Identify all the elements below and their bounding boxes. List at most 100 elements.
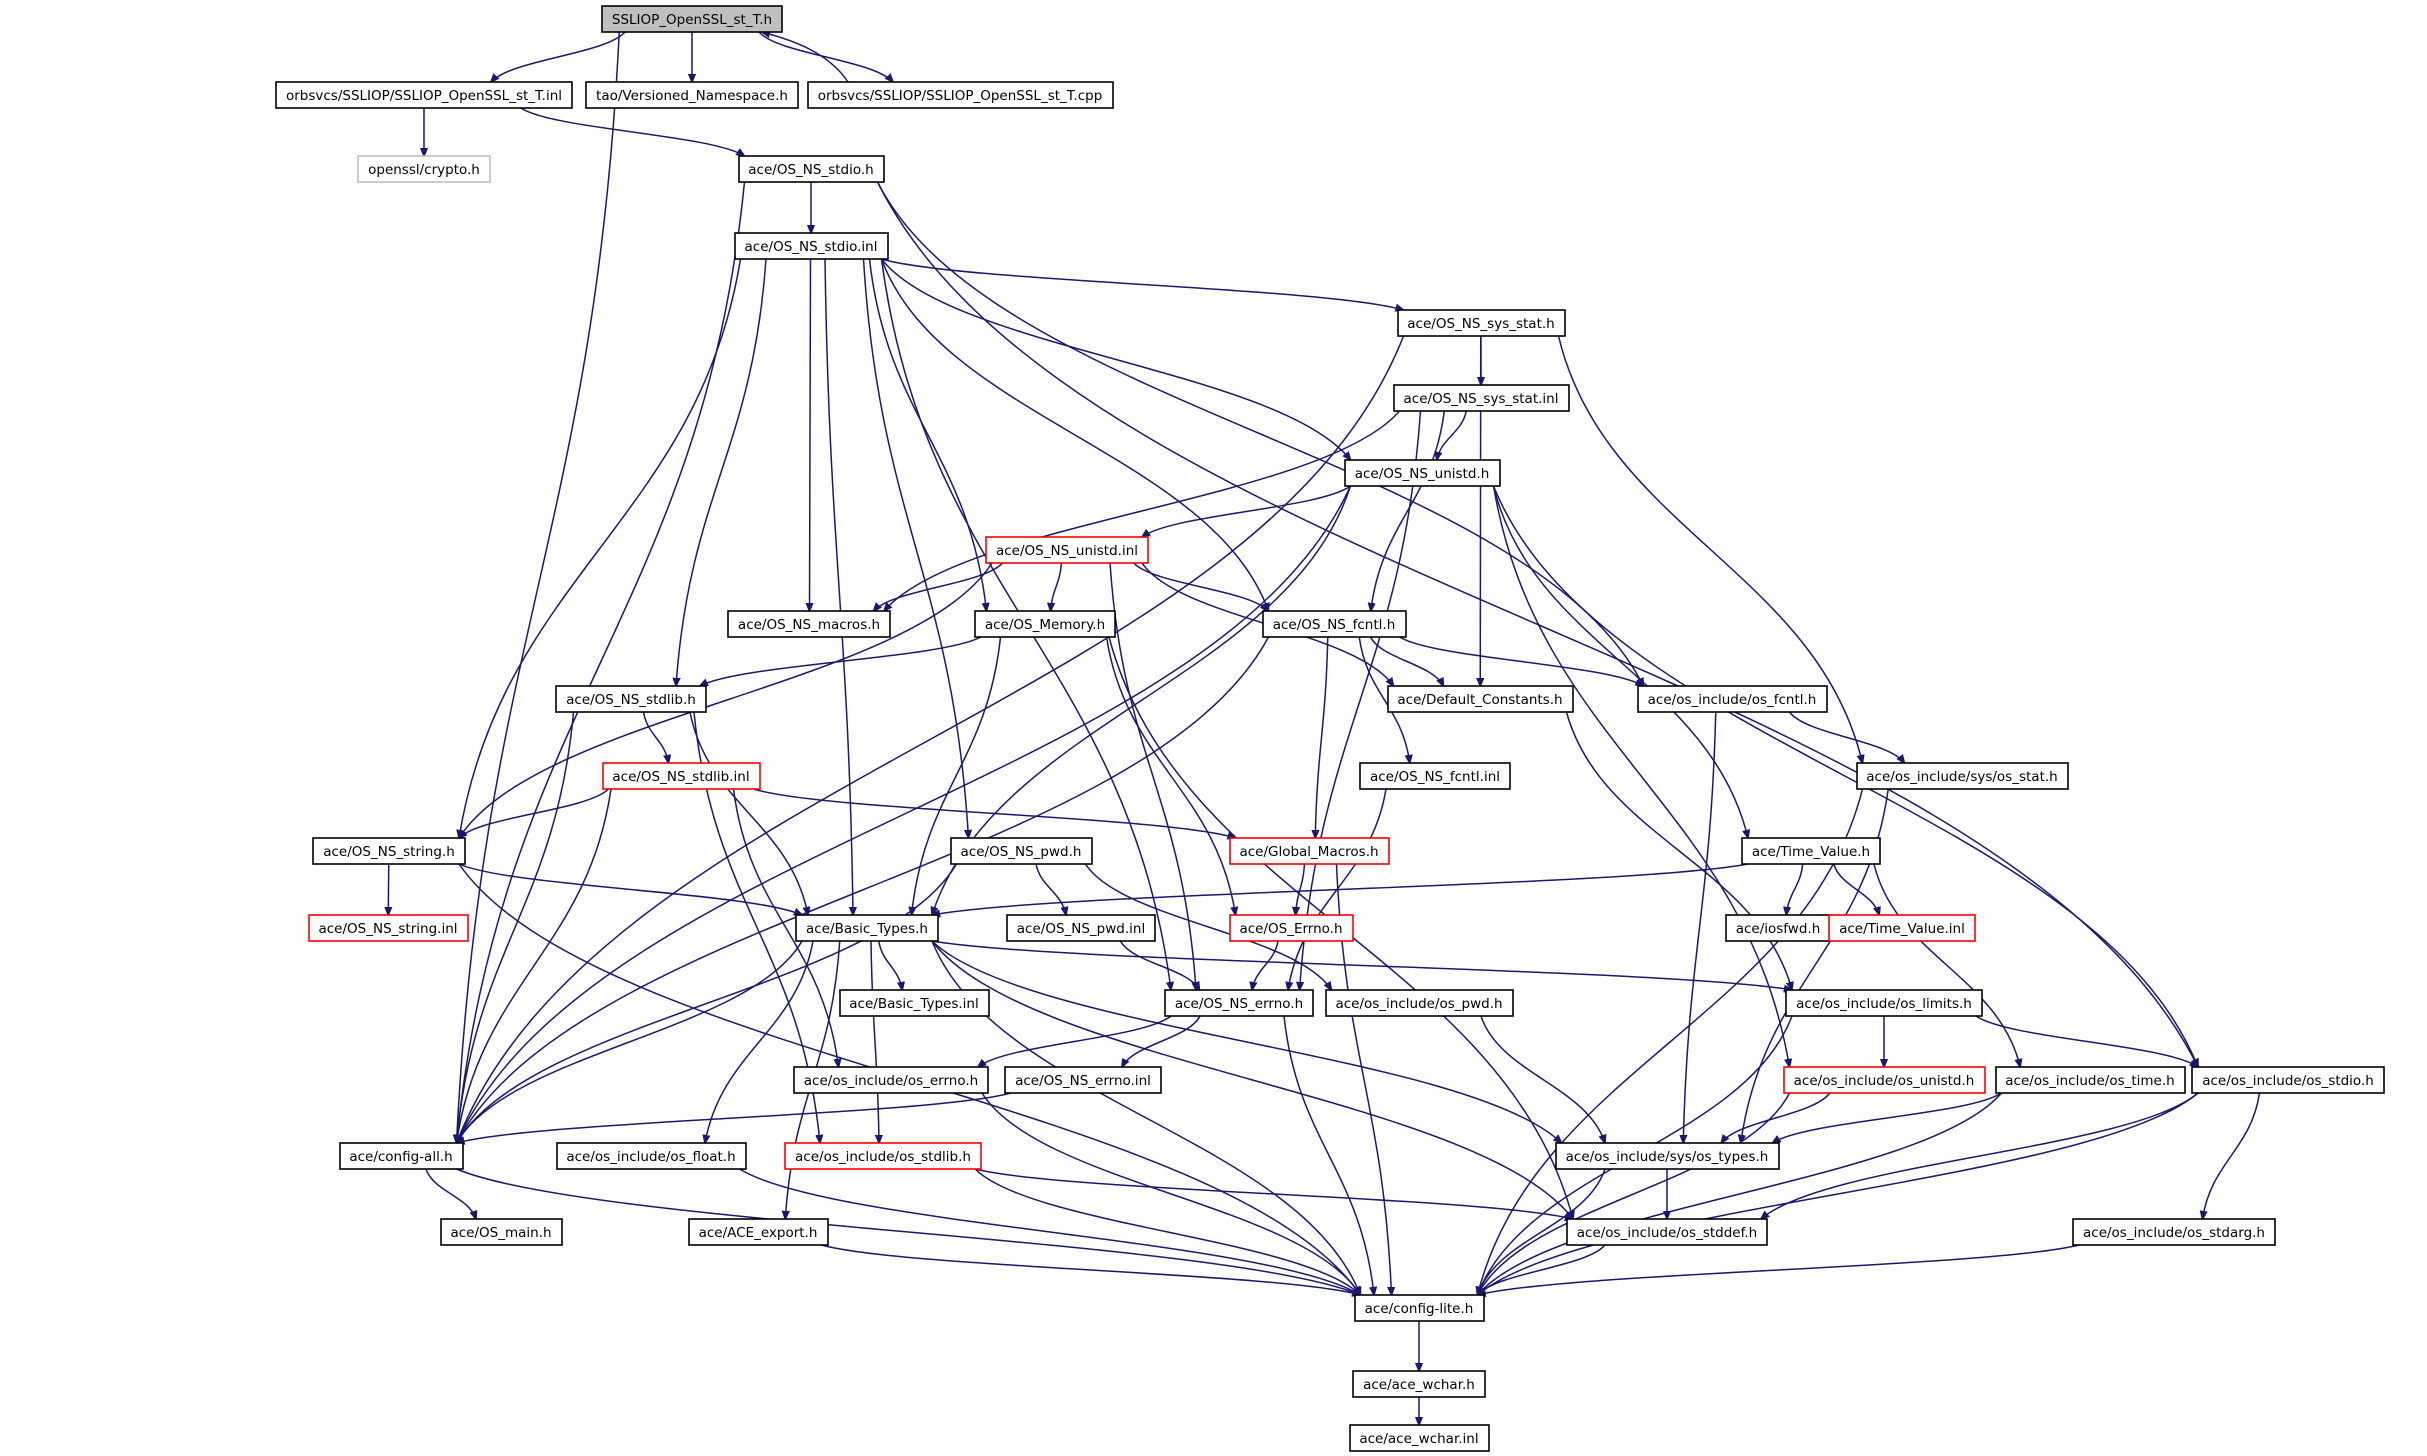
node-aceexport[interactable]: ace/ACE_export.h [688,1218,829,1246]
node-root[interactable]: SSLIOP_OpenSSL_st_T.h [601,5,783,33]
node-string-h[interactable]: ace/OS_NS_string.h [312,837,466,865]
node-errno-h[interactable]: ace/OS_NS_errno.h [1164,989,1314,1017]
edge-osstdlib-to-configlite [974,1168,1361,1295]
node-box [985,536,1149,564]
node-osmain[interactable]: ace/OS_main.h [440,1218,563,1246]
node-osstdio[interactable]: ace/os_include/os_stdio.h [2191,1066,2385,1094]
edge-memory-to-stdlib-h [700,636,982,686]
node-osstdarg[interactable]: ace/os_include/os_stdarg.h [2072,1218,2276,1246]
node-memory[interactable]: ace/OS_Memory.h [974,610,1116,638]
node-box [1387,685,1574,713]
node-osfloat[interactable]: ace/os_include/os_float.h [556,1142,747,1170]
node-label: ace/os_include/os_fcntl.h [1648,692,1817,708]
node-label: ace/OS_NS_stdlib.h [566,692,696,708]
node-stdlib-h[interactable]: ace/OS_NS_stdlib.h [555,685,707,713]
node-box [357,155,491,183]
node-box [734,232,889,260]
node-basic-h[interactable]: ace/Basic_Types.h [795,914,939,942]
node-stdio-inl[interactable]: ace/OS_NS_stdio.inl [734,232,889,260]
node-label: openssl/crypto.h [368,162,480,178]
edge-unistd-h-to-unistd-inl [1142,485,1351,537]
edge-stdio-inl-to-unistd-h [880,258,1351,460]
node-oserrno[interactable]: ace/os_include/os_errno.h [793,1066,989,1094]
edge-pwd-h-to-ospwd [1084,863,1332,990]
edge-unistd-h-to-configall [457,485,1352,1143]
node-ospwd[interactable]: ace/os_include/os_pwd.h [1325,989,1514,1017]
node-box [585,81,799,109]
node-wchar-inl[interactable]: ace/ace_wchar.inl [1349,1424,1490,1452]
node-box [1352,1370,1486,1398]
edge-stdlib-h-to-basic-h [689,711,808,915]
edge-errno-inl-to-configall [457,1092,1012,1143]
node-stdlib-inl[interactable]: ace/OS_NS_stdlib.inl [602,762,761,790]
node-basic-inl[interactable]: ace/Basic_Types.inl [839,989,990,1017]
node-ostime[interactable]: ace/os_include/os_time.h [1995,1066,2186,1094]
edge-pwd-h-to-pwd-inl [1035,863,1066,915]
node-string-inl[interactable]: ace/OS_NS_string.inl [308,914,469,942]
node-unistd-h[interactable]: ace/OS_NS_unistd.h [1344,459,1501,487]
node-osstdlib[interactable]: ace/os_include/os_stdlib.h [784,1142,982,1170]
node-label: orbsvcs/SSLIOP/SSLIOP_OpenSSL_st_T.cpp [818,88,1103,104]
edge-osfcntl-to-osstat [1788,711,1905,763]
node-configlite[interactable]: ace/config-lite.h [1354,1294,1485,1322]
edge-basic-h-to-configall [457,940,803,1143]
node-fcntl-inl[interactable]: ace/OS_NS_fcntl.inl [1359,762,1511,790]
node-defconst[interactable]: ace/Default_Constants.h [1387,685,1574,713]
node-osstddef[interactable]: ace/os_include/os_stddef.h [1566,1218,1768,1246]
node-macros[interactable]: ace/OS_NS_macros.h [727,610,891,638]
node-configall[interactable]: ace/config-all.h [339,1142,464,1170]
edge-fcntl-h-to-fcntl-inl [1358,636,1410,763]
node-box [1397,309,1566,337]
node-osunistd[interactable]: ace/os_include/os_unistd.h [1783,1066,1986,1094]
node-label: ace/OS_main.h [450,1225,551,1241]
edge-ostime-to-configlite [1478,1092,2003,1295]
node-iosfwd[interactable]: ace/iosfwd.h [1725,914,1832,942]
node-sysstat-inl[interactable]: ace/OS_NS_sys_stat.inl [1393,384,1570,412]
node-box [1828,914,1976,942]
node-box [738,155,885,183]
node-fcntl-h[interactable]: ace/OS_NS_fcntl.h [1262,610,1407,638]
node-box [1262,610,1407,638]
node-label: ace/Global_Macros.h [1239,844,1378,860]
edge-stdio-inl-to-string-h [459,258,742,838]
node-timeval[interactable]: ace/Time_Value.h [1741,837,1881,865]
node-crypto[interactable]: openssl/crypto.h [357,155,491,183]
node-box [1995,1066,2186,1094]
node-timeval-inl[interactable]: ace/Time_Value.inl [1828,914,1976,942]
node-ostypes[interactable]: ace/os_include/sys/os_types.h [1555,1142,1780,1170]
node-osstat[interactable]: ace/os_include/sys/os_stat.h [1856,762,2069,790]
node-box [339,1142,464,1170]
node-label: ace/os_include/os_pwd.h [1335,996,1502,1012]
node-vns[interactable]: tao/Versioned_Namespace.h [585,81,799,109]
node-label: ace/OS_NS_string.inl [318,921,457,937]
node-unistd-inl[interactable]: ace/OS_NS_unistd.inl [985,536,1149,564]
edge-root-to-configall [457,31,620,1143]
edge-osunistd-to-ostypes [1721,1092,1831,1143]
nodes-layer: SSLIOP_OpenSSL_st_T.h orbsvcs/SSLIOP/SSLI… [275,5,2385,1452]
node-errno-inl[interactable]: ace/OS_NS_errno.inl [1004,1066,1162,1094]
edge-unistd-inl-to-macros [874,562,1004,611]
node-box [1856,762,2069,790]
edge-stdio-inl-to-macros [810,258,811,611]
node-errno-ace[interactable]: ace/OS_Errno.h [1229,914,1354,942]
node-label: ace/os_include/os_unistd.h [1794,1073,1975,1089]
node-oslimits[interactable]: ace/os_include/os_limits.h [1785,989,1983,1017]
node-label: ace/config-all.h [349,1149,452,1165]
node-pwd-h[interactable]: ace/OS_NS_pwd.h [950,837,1093,865]
node-sysstat-h[interactable]: ace/OS_NS_sys_stat.h [1397,309,1566,337]
node-box [308,914,469,942]
node-label: tao/Versioned_Namespace.h [596,88,788,104]
node-wchar-h[interactable]: ace/ace_wchar.h [1352,1370,1486,1398]
node-label: ace/OS_NS_unistd.inl [996,543,1138,559]
node-label: ace/os_include/os_time.h [2005,1073,2174,1089]
node-stdio-h[interactable]: ace/OS_NS_stdio.h [738,155,885,183]
node-osfcntl[interactable]: ace/os_include/os_fcntl.h [1637,685,1828,713]
node-globmac[interactable]: ace/Global_Macros.h [1229,837,1390,865]
node-label: ace/os_include/os_stdarg.h [2083,1225,2265,1241]
node-box [1637,685,1828,713]
node-inl[interactable]: orbsvcs/SSLIOP/SSLIOP_OpenSSL_st_T.inl [275,81,573,109]
node-label: ace/Basic_Types.inl [849,996,978,1012]
node-cpp[interactable]: orbsvcs/SSLIOP/SSLIOP_OpenSSL_st_T.cpp [807,81,1114,109]
edge-osstdarg-to-configlite [1478,1244,2080,1295]
node-pwd-inl[interactable]: ace/OS_NS_pwd.inl [1006,914,1156,942]
